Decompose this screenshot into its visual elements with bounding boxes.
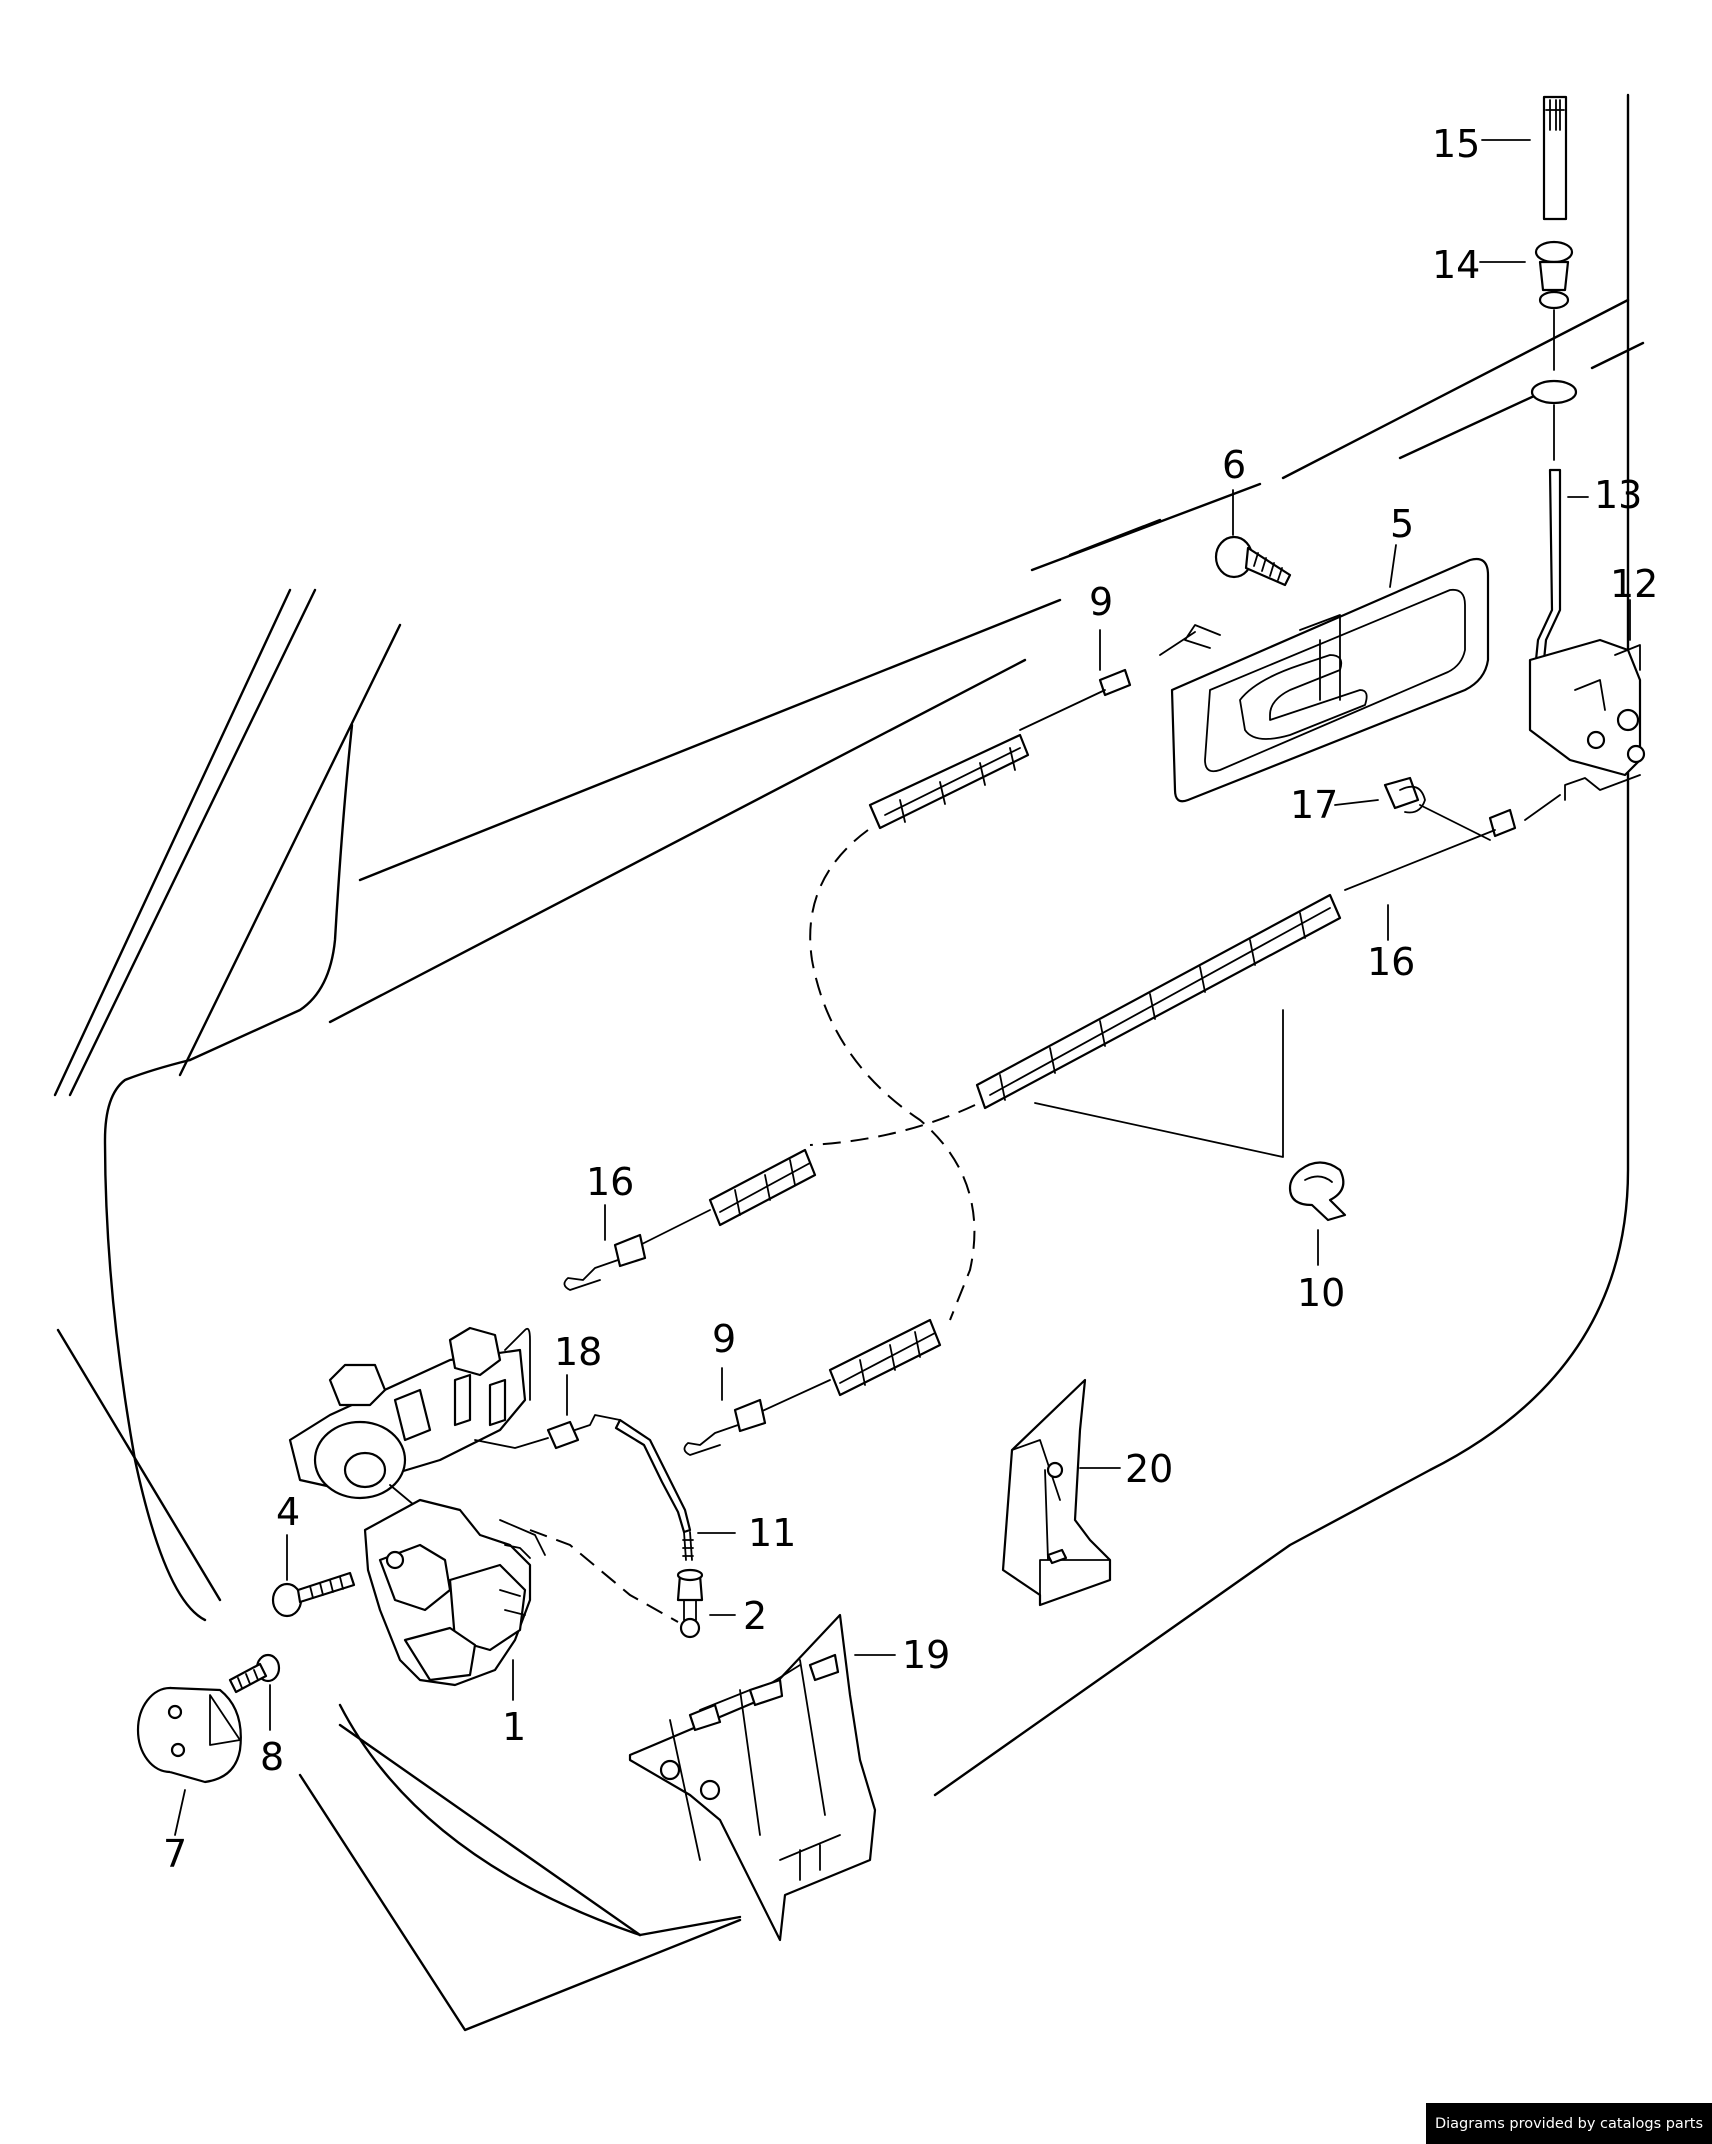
callout-5: 5 [1390,502,1414,546]
lock-button-rod [1542,95,1568,221]
release-cable-upper [868,624,1221,830]
callout-1: 1 [502,1705,526,1749]
callout-15: 15 [1432,122,1480,166]
lock-cover [628,1613,877,1942]
striker-screw [228,1653,281,1694]
callout-17: 17 [1290,783,1338,827]
central-lock-actuator [288,1326,549,1511]
mounting-bracket [1001,1378,1112,1607]
callout-10: 10 [1297,1271,1345,1315]
callout-14: 14 [1432,243,1480,287]
callout-18: 18 [554,1330,602,1374]
screw [1214,535,1292,587]
release-cable-lower [683,1318,942,1456]
grommet [1530,240,1578,461]
door-lock-mechanism [363,1498,546,1687]
release-cable-long [975,774,1641,1110]
callout-labels: 15 14 13 12 6 5 9 17 16 16 10 9 18 11 2 … [163,122,1658,1876]
credit-label: Diagrams provided by catalogs parts [1426,2103,1712,2144]
door-striker [136,1686,242,1784]
callout-leaders [174,139,1631,1836]
callout-9-lower: 9 [712,1317,736,1361]
callout-13: 13 [1594,473,1642,517]
pointer-10 [1034,1009,1284,1158]
callout-7: 7 [163,1832,187,1876]
callout-20: 20 [1125,1447,1173,1491]
callout-16-upper: 16 [1367,940,1415,984]
inner-door-handle [1170,557,1490,803]
callout-12: 12 [1610,562,1658,606]
callout-19: 19 [902,1633,950,1677]
rod-connector [546,1414,692,1534]
callout-4: 4 [276,1490,300,1534]
callout-2: 2 [743,1594,767,1638]
release-cable-short [563,1148,817,1291]
door-outline [53,93,1645,2032]
callout-11: 11 [748,1511,796,1555]
callout-6: 6 [1222,443,1246,487]
callout-8: 8 [260,1735,284,1779]
lock-rod-threaded [682,1531,694,1561]
callout-16-lower: 16 [586,1160,634,1204]
lock-screw [271,1571,356,1618]
cable-clip [1288,1161,1347,1222]
ball-pin [676,1568,704,1639]
callout-9-upper: 9 [1089,580,1113,624]
lever-bracket [1528,638,1646,777]
cable-clip-small [1383,776,1491,841]
